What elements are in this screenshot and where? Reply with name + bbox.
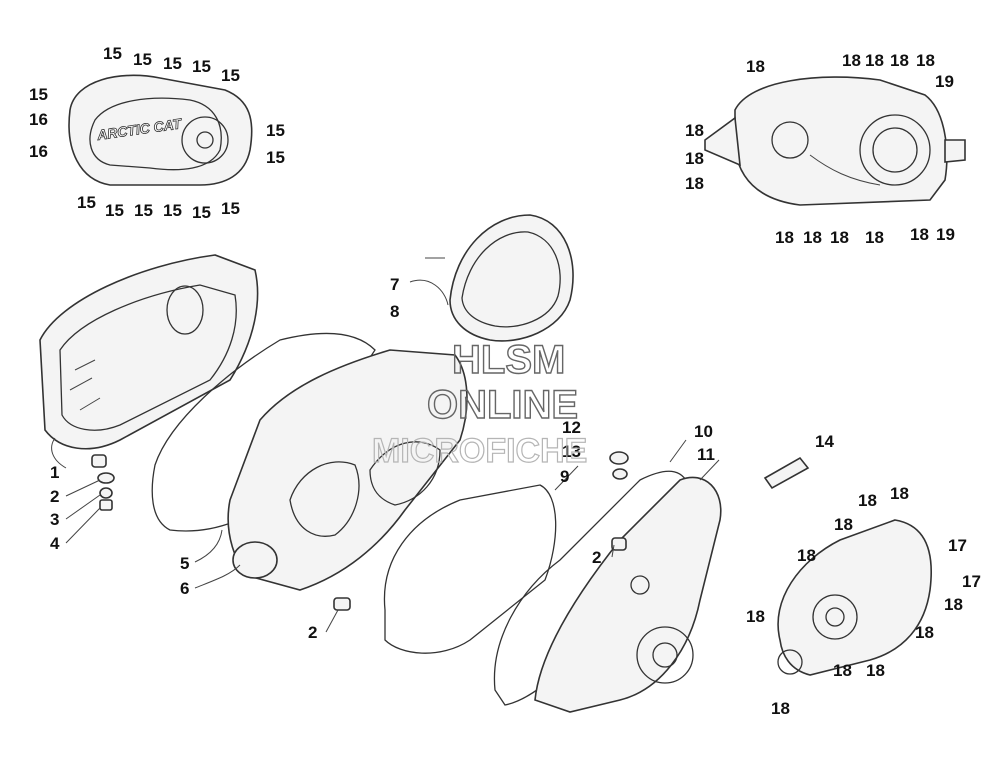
callout-15: 15 <box>266 121 285 140</box>
callout-2: 2 <box>592 548 601 567</box>
callout-2: 2 <box>50 487 59 506</box>
callout-18: 18 <box>890 484 909 503</box>
callout-16: 16 <box>29 142 48 161</box>
callout-18: 18 <box>685 121 704 140</box>
water-pump-cover <box>777 519 932 676</box>
crankcase-housing <box>227 349 468 591</box>
callout-17: 17 <box>962 572 981 591</box>
callout-15: 15 <box>266 148 285 167</box>
callout-15: 15 <box>163 54 182 73</box>
callout-15: 15 <box>192 203 211 222</box>
callout-18: 18 <box>803 228 822 247</box>
callout-12: 12 <box>562 418 581 437</box>
callout-2: 2 <box>308 623 317 642</box>
callout-6: 6 <box>180 579 189 598</box>
callout-10: 10 <box>694 422 713 441</box>
callout-5: 5 <box>180 554 189 573</box>
callout-18: 18 <box>842 51 861 70</box>
callout-18: 18 <box>866 661 885 680</box>
callout-labels: 1 2 3 4 5 6 2 7 8 9 2 12 13 10 11 14 <box>50 275 834 642</box>
watermark-line-2: ONLINE <box>427 383 578 427</box>
callout-15: 15 <box>105 201 124 220</box>
callout-18: 18 <box>775 228 794 247</box>
callouts-top-right: 18 18 18 18 18 19 18 18 18 18 18 18 18 1… <box>685 51 955 247</box>
callout-15: 15 <box>134 201 153 220</box>
outer-clutch-cover: ARCTIC CAT <box>68 74 253 186</box>
callout-18: 18 <box>833 661 852 680</box>
callout-15: 15 <box>221 66 240 85</box>
clutch-cover-body <box>39 254 259 450</box>
watermark-line-1: HLSM <box>452 338 565 382</box>
callout-18: 18 <box>771 699 790 718</box>
callout-18: 18 <box>944 595 963 614</box>
callout-11: 11 <box>697 445 715 464</box>
callout-18: 18 <box>916 51 935 70</box>
stator-gasket <box>383 484 557 654</box>
callout-1: 1 <box>50 463 59 482</box>
callout-18: 18 <box>865 228 884 247</box>
callouts-bottom-right: 18 18 18 18 17 17 18 18 18 18 18 18 <box>746 484 981 718</box>
callout-18: 18 <box>746 57 765 76</box>
callout-18: 18 <box>685 149 704 168</box>
drive-plate-assembly <box>425 214 574 342</box>
callout-14: 14 <box>815 432 834 451</box>
callout-18: 18 <box>797 546 816 565</box>
callout-18: 18 <box>746 607 765 626</box>
callouts-top-left: 15 15 15 15 15 15 16 16 15 15 15 15 15 1… <box>29 44 285 222</box>
callout-15: 15 <box>29 85 48 104</box>
callout-15: 15 <box>133 50 152 69</box>
callout-3: 3 <box>50 510 59 529</box>
callout-15: 15 <box>103 44 122 63</box>
inner-clutch-housing <box>704 76 966 206</box>
callout-18: 18 <box>865 51 884 70</box>
callout-15: 15 <box>163 201 182 220</box>
callout-18: 18 <box>834 515 853 534</box>
small-hardware <box>91 451 810 611</box>
callout-18: 18 <box>858 491 877 510</box>
callout-8: 8 <box>390 302 399 321</box>
callout-18: 18 <box>830 228 849 247</box>
callout-15: 15 <box>221 199 240 218</box>
callout-15: 15 <box>192 57 211 76</box>
callout-4: 4 <box>50 534 60 553</box>
callout-19: 19 <box>935 72 954 91</box>
cover-gasket <box>151 332 376 532</box>
magneto-cover <box>534 476 722 713</box>
watermark: HLSM ONLINE MICROFICHE <box>371 337 588 470</box>
callout-13: 13 <box>562 442 581 461</box>
callout-9: 9 <box>560 467 569 486</box>
callout-17: 17 <box>948 536 967 555</box>
callout-18: 18 <box>890 51 909 70</box>
callout-19: 19 <box>936 225 955 244</box>
callout-7: 7 <box>390 275 399 294</box>
callout-15: 15 <box>77 193 96 212</box>
callout-18: 18 <box>685 174 704 193</box>
watermark-line-3: MICROFICHE <box>372 432 587 470</box>
callout-16: 16 <box>29 110 48 129</box>
leader-lines <box>51 279 720 633</box>
callout-18: 18 <box>910 225 929 244</box>
callout-18: 18 <box>915 623 934 642</box>
